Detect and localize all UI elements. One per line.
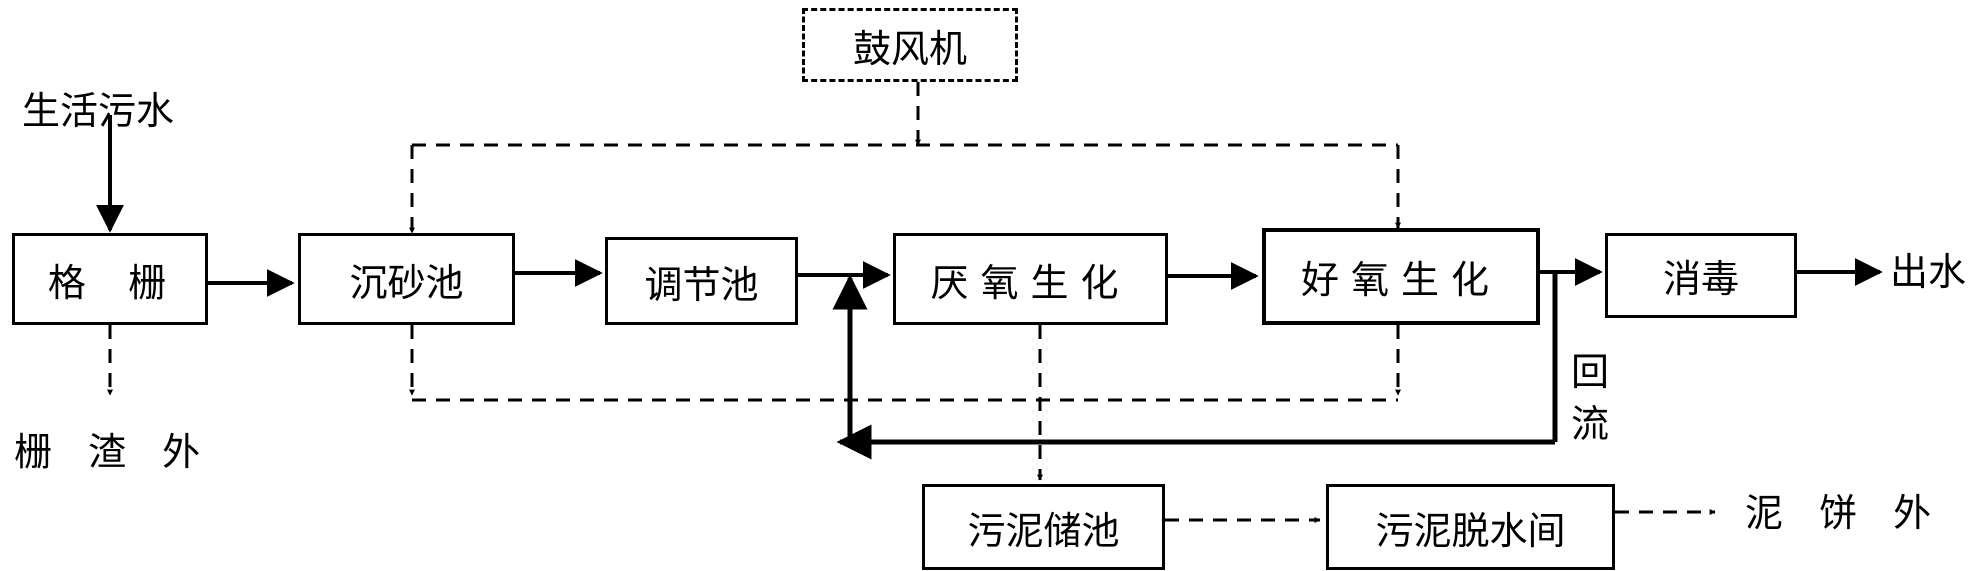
anaerobic-box: 厌氧生化 <box>893 233 1168 325</box>
sludge-storage-box: 污泥储池 <box>922 484 1165 570</box>
effluent-label: 出水 <box>1890 250 1967 294</box>
return-flow-label: 回流 <box>1570 350 1609 446</box>
sludge-dewatering-box: 污泥脱水间 <box>1326 484 1615 570</box>
screenings-label: 栅 渣 外 <box>14 430 213 474</box>
screen-label: 格 栅 <box>47 260 173 305</box>
input-sewage-label: 生活污水 <box>22 89 175 133</box>
equalization-tank-box: 调节池 <box>605 237 798 325</box>
screen-box: 格 栅 <box>12 233 208 325</box>
disinfection-box: 消毒 <box>1605 233 1797 318</box>
sludge-cake-label: 泥 饼 外 <box>1745 491 1944 535</box>
grit-chamber-box: 沉砂池 <box>298 233 515 325</box>
aerobic-box: 好氧生化 <box>1262 228 1540 325</box>
blower-box: 鼓风机 <box>802 8 1018 82</box>
